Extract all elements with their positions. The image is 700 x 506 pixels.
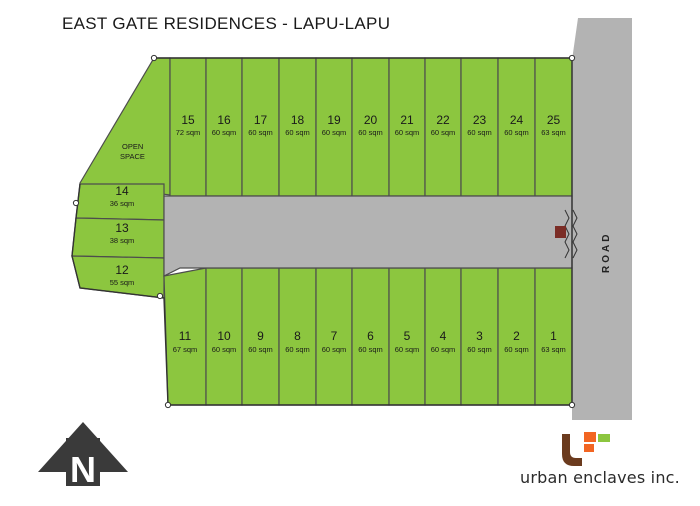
north-arrow-icon: N [38, 422, 128, 488]
lot-area: 60 sqm [322, 345, 347, 354]
gate-left-zigzag [564, 209, 570, 259]
lot-number: 3 [476, 329, 483, 343]
corner-marker [150, 54, 158, 62]
lot-number: 22 [436, 113, 450, 127]
lot-1[interactable]: 1 63 sqm [534, 267, 573, 406]
lot-area: 60 sqm [212, 128, 237, 137]
property-boundary [71, 57, 573, 406]
lot-7[interactable]: 7 60 sqm [315, 267, 353, 406]
road-label: ROAD [601, 232, 612, 273]
lot-area: 60 sqm [212, 345, 237, 354]
lot-area: 60 sqm [358, 345, 383, 354]
lot-area: 60 sqm [395, 128, 420, 137]
corner-marker [156, 292, 164, 300]
corner-marker [568, 401, 576, 409]
lot-area: 60 sqm [504, 128, 529, 137]
lot-number: 11 [179, 329, 192, 343]
lot-number: 19 [327, 113, 341, 127]
lot-area: 38 sqm [110, 236, 135, 245]
lot-number: 20 [364, 113, 378, 127]
lot-number: 1 [550, 329, 557, 343]
lot-area: 60 sqm [358, 128, 383, 137]
lot-number: 17 [254, 113, 268, 127]
urban-enclaves-logo-icon [562, 432, 610, 466]
lot-area: 72 sqm [176, 128, 201, 137]
lot-number: 18 [291, 113, 305, 127]
lot-number: 7 [331, 329, 338, 343]
lot-area: 36 sqm [110, 199, 135, 208]
lot-number: 24 [510, 113, 524, 127]
lot-number: 6 [367, 329, 374, 343]
lot-area: 60 sqm [285, 345, 310, 354]
lot-area: 60 sqm [248, 128, 273, 137]
page-title: EAST GATE RESIDENCES - LAPU-LAPU [62, 14, 391, 33]
open-space [79, 57, 171, 196]
lot-number: 4 [440, 329, 447, 343]
lot-number: 14 [115, 184, 129, 198]
internal-street [163, 195, 573, 277]
lot-9[interactable]: 9 60 sqm [241, 267, 280, 406]
lot-number: 25 [547, 113, 561, 127]
lot-4[interactable]: 4 60 sqm [424, 267, 462, 406]
lot-number: 16 [217, 113, 231, 127]
open-space-label-2: SPACE [120, 152, 145, 161]
lot-number: 8 [294, 329, 301, 343]
lot-6[interactable]: 6 60 sqm [351, 267, 390, 406]
corner-marker [72, 199, 80, 207]
lot-number: 13 [115, 221, 129, 235]
open-space-label-1: OPEN [122, 142, 143, 151]
lot-number: 2 [513, 329, 520, 343]
lot-area: 60 sqm [504, 345, 529, 354]
lot-10[interactable]: 10 60 sqm [205, 267, 243, 406]
lot-area: 60 sqm [467, 128, 492, 137]
lot-number: 23 [473, 113, 487, 127]
lot-area: 63 sqm [541, 128, 566, 137]
lot-number: 21 [400, 113, 414, 127]
lot-number: 5 [404, 329, 411, 343]
lot-area: 60 sqm [431, 128, 456, 137]
lot-area: 67 sqm [173, 345, 198, 354]
lot-area: 55 sqm [110, 278, 135, 287]
lot-3[interactable]: 3 60 sqm [460, 267, 499, 406]
lot-area: 63 sqm [541, 345, 566, 354]
gate-right-zigzag [572, 209, 578, 259]
lot-number: 12 [115, 263, 129, 277]
lot-area: 60 sqm [395, 345, 420, 354]
lot-5[interactable]: 5 60 sqm [388, 267, 426, 406]
lot-2[interactable]: 2 60 sqm [497, 267, 536, 406]
lot-number: 10 [217, 329, 231, 343]
lot-area: 60 sqm [322, 128, 347, 137]
main-road [572, 18, 632, 420]
lot-number: 15 [181, 113, 195, 127]
lot-area: 60 sqm [285, 128, 310, 137]
brand-name: urban enclaves inc. [520, 468, 680, 487]
lot-area: 60 sqm [467, 345, 492, 354]
corner-marker [164, 401, 172, 409]
lot-8[interactable]: 8 60 sqm [278, 267, 317, 406]
north-label: N [70, 449, 96, 488]
lot-number: 9 [257, 329, 264, 343]
lot-area: 60 sqm [431, 345, 456, 354]
lot-11[interactable]: 11 67 sqm [163, 267, 207, 406]
entrance-marker [555, 226, 566, 238]
lot-area: 60 sqm [248, 345, 273, 354]
corner-marker [568, 54, 576, 62]
